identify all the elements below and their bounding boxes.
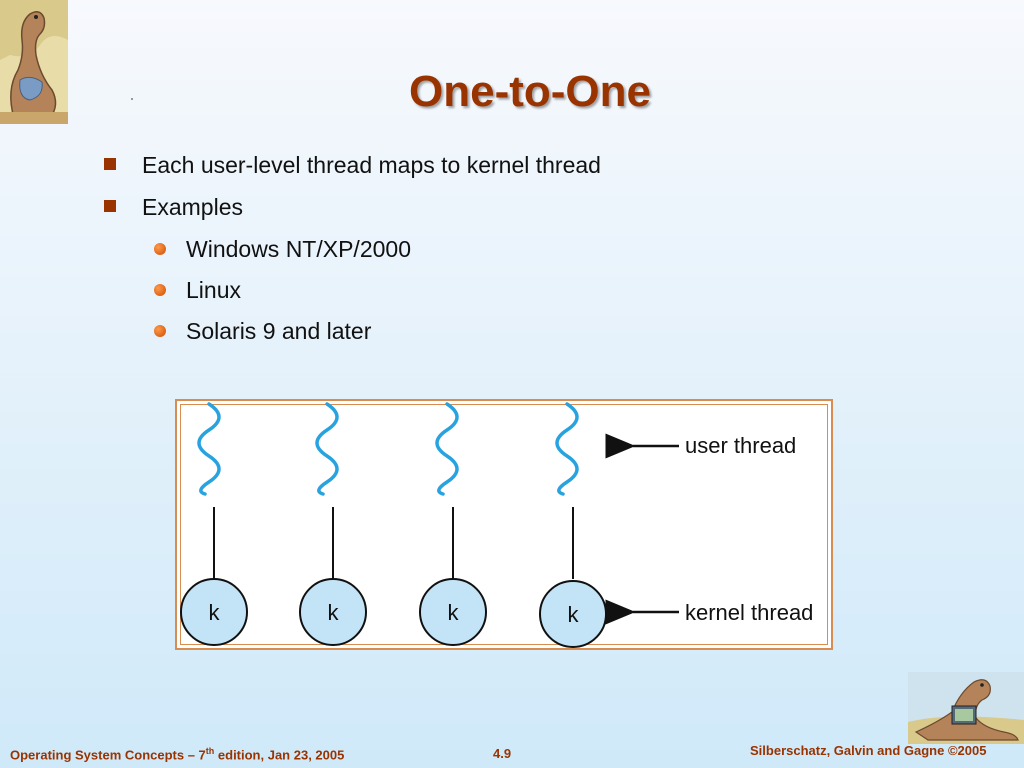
- round-bullet-icon: [154, 325, 166, 337]
- kernel-label: k: [328, 600, 340, 625]
- footer-left-suffix: edition, Jan 23, 2005: [214, 747, 345, 763]
- round-bullet-icon: [154, 284, 166, 296]
- dinosaur-logo-bottom: [908, 672, 1024, 744]
- sub-bullet-item: Windows NT/XP/2000: [104, 232, 601, 273]
- sub-bullet-item: Solaris 9 and later: [104, 314, 601, 355]
- kernel-thread-circle: [180, 578, 248, 646]
- footer-left-prefix: Operating System Concepts – 7: [10, 747, 206, 763]
- bullet-text: Examples: [142, 194, 243, 220]
- one-to-one-diagram: k k k k user thread kernel thread: [175, 399, 833, 650]
- user-thread-wave: [435, 402, 459, 496]
- sub-bullet-text: Windows NT/XP/2000: [186, 236, 411, 262]
- diagram-frame: [180, 404, 828, 645]
- user-thread-wave: [197, 402, 221, 496]
- kernel-thread-label: kernel thread: [685, 600, 813, 625]
- page-number: 4.9: [493, 746, 512, 761]
- bullet-item: Each user-level thread maps to kernel th…: [104, 148, 601, 190]
- bullet-text: Each user-level thread maps to kernel th…: [142, 152, 601, 178]
- sub-bullet-text: Linux: [186, 277, 241, 303]
- square-bullet-icon: [104, 158, 116, 170]
- footer-copyright: Silberschatz, Galvin and Gagne ©2005: [750, 743, 987, 758]
- footer-book-info: Operating System Concepts – 7th edition,…: [10, 746, 344, 762]
- kernel-thread-circle: [419, 578, 487, 646]
- kernel-thread-circle: [299, 578, 367, 646]
- kernel-label: k: [448, 600, 460, 625]
- footer-left-sup: th: [205, 746, 215, 756]
- user-thread-label: user thread: [685, 433, 796, 458]
- slide-title: One-to-One: [409, 67, 651, 117]
- bullet-list: Each user-level thread maps to kernel th…: [104, 148, 601, 355]
- sub-bullet-text: Solaris 9 and later: [186, 318, 372, 344]
- decor-dot: [131, 98, 133, 100]
- sub-bullet-item: Linux: [104, 273, 601, 314]
- diagram-svg: k k k k user thread kernel thread: [180, 402, 813, 648]
- user-thread-wave: [315, 402, 339, 496]
- square-bullet-icon: [104, 200, 116, 212]
- kernel-label: k: [568, 602, 580, 627]
- user-thread-wave: [555, 402, 579, 496]
- round-bullet-icon: [154, 243, 166, 255]
- dinosaur-logo-top: [0, 0, 68, 124]
- kernel-label: k: [209, 600, 221, 625]
- bullet-item: Examples: [104, 190, 601, 232]
